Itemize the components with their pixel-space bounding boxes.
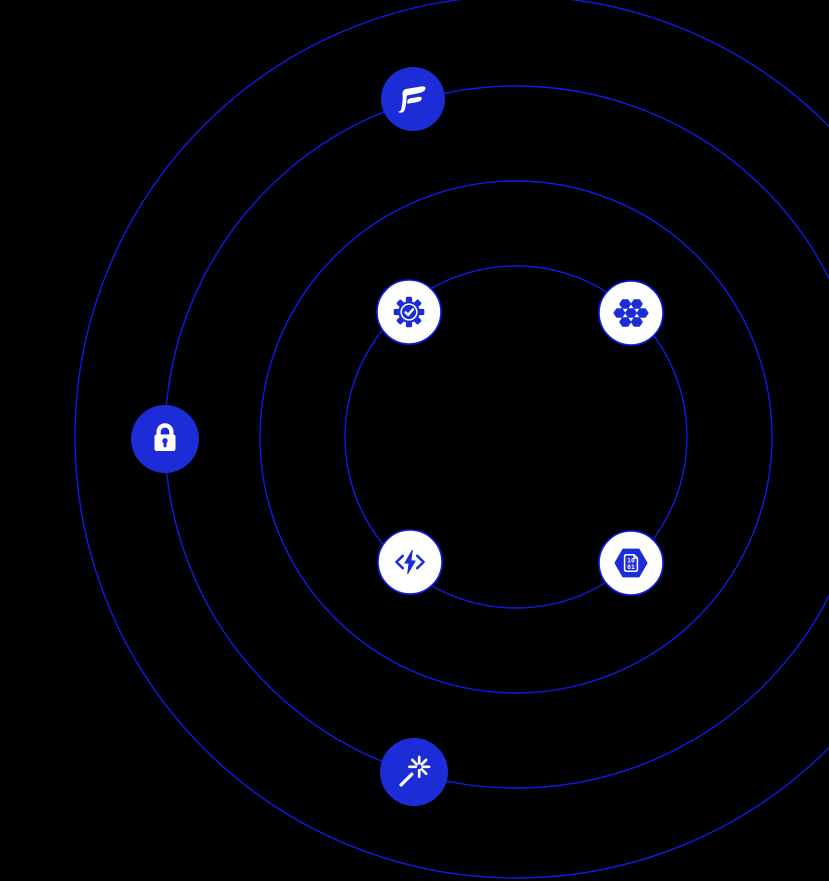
hexagon-cluster-icon <box>598 280 664 346</box>
orbit-ring-inner <box>344 265 688 609</box>
orbit-ring-third <box>164 85 829 789</box>
code-lightning-icon <box>377 529 443 595</box>
code-lightning-glyph <box>395 549 425 575</box>
orbit-ring-outer <box>74 0 829 879</box>
magic-wand-icon <box>380 738 448 806</box>
orbit-rings <box>74 0 829 879</box>
lock-icon <box>131 405 199 473</box>
orbit-ring-second <box>259 180 773 694</box>
binary-file-icon: 10 01 <box>598 530 664 596</box>
magic-wand-glyph <box>399 755 431 787</box>
hexagon-cluster-glyph <box>613 299 649 327</box>
brand-f-glyph <box>397 86 426 113</box>
binary-text-bottom: 01 <box>627 563 635 571</box>
gear-check-glyph <box>393 296 425 328</box>
gear-check-icon <box>376 279 442 345</box>
magic-wand-badge-circle <box>380 738 448 806</box>
binary-file-glyph: 10 01 <box>614 548 648 578</box>
brand-f-icon <box>381 67 445 131</box>
binary-text-top: 10 <box>627 556 635 564</box>
lock-glyph <box>154 423 176 451</box>
